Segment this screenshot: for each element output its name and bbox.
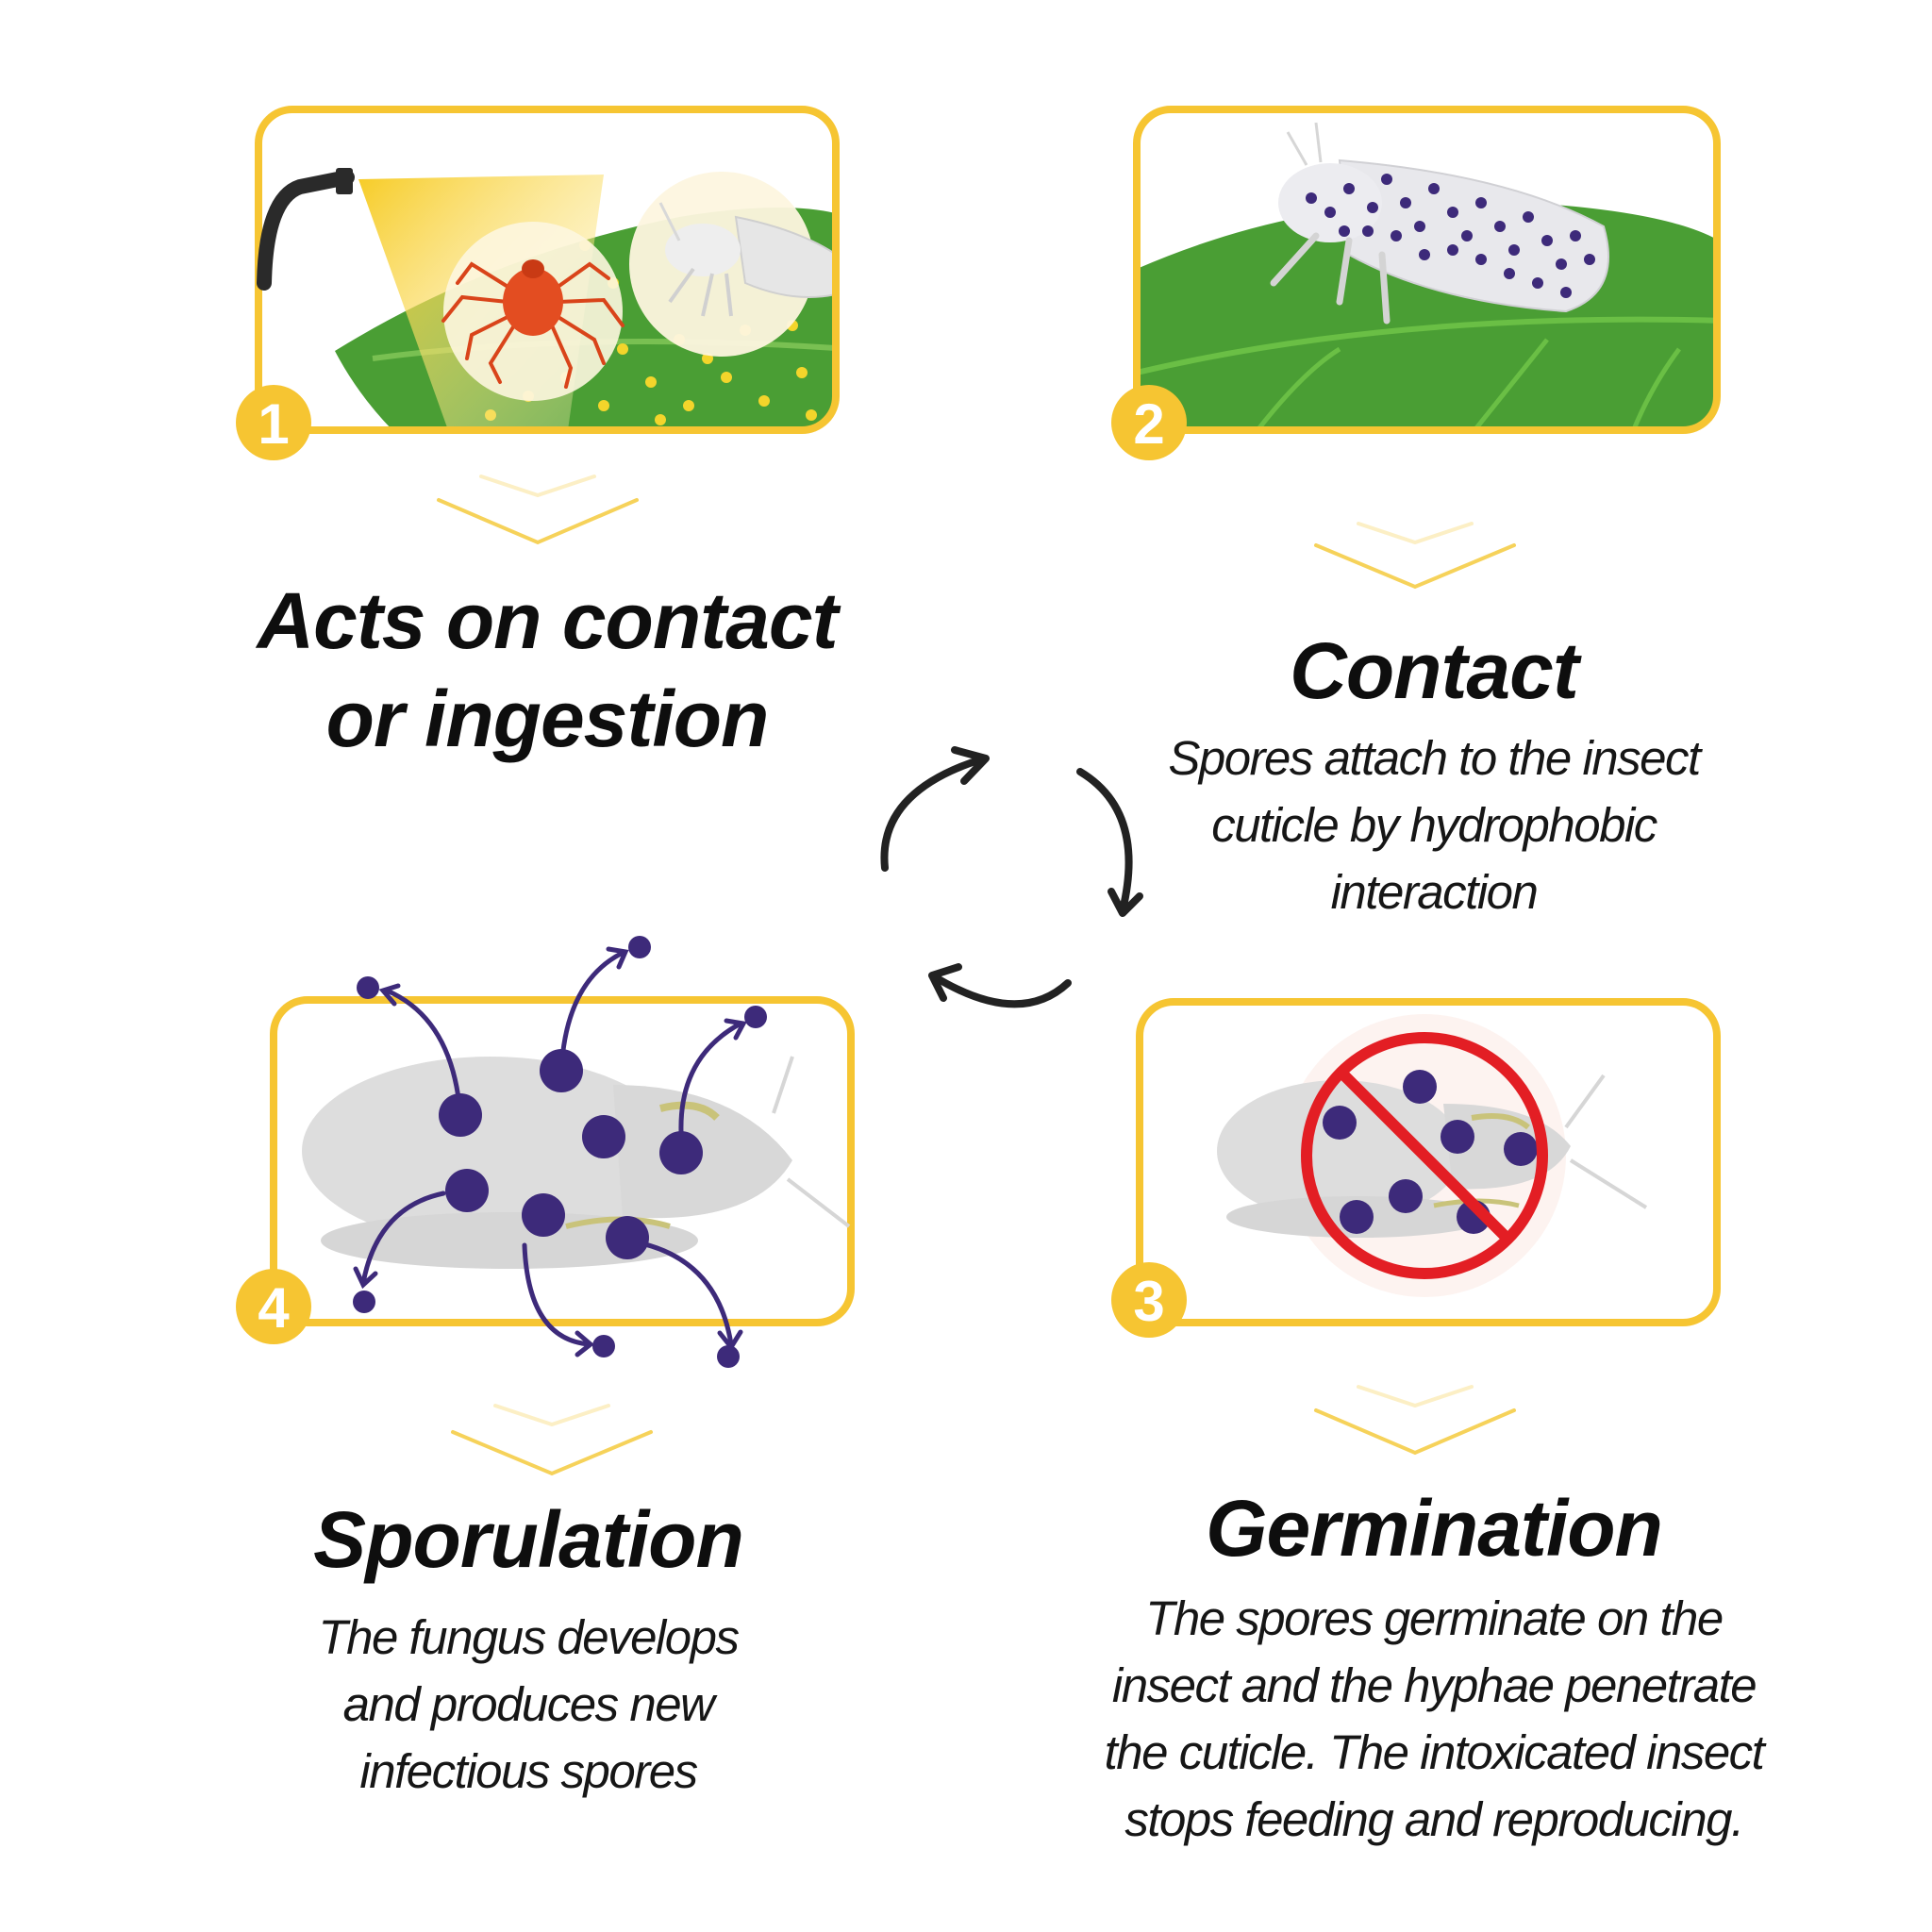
step-number-1: 1 <box>258 392 289 456</box>
step-2-description-line: Spores attach to the insect <box>1168 731 1701 785</box>
cycle-arrows-icon <box>880 746 1143 1008</box>
step-4-title-line: Sporulation <box>313 1495 744 1584</box>
spore-dots <box>1306 174 1595 298</box>
step-badge-4: 4 <box>236 1269 311 1344</box>
sprayer-icon <box>257 168 355 291</box>
whitefly-icon <box>302 1056 851 1269</box>
step-badge-2: 2 <box>1111 385 1187 460</box>
step-1-title: Acts on contact or ingestion <box>245 572 849 768</box>
step-number-3: 3 <box>1133 1270 1164 1333</box>
step-4-description-line: and produces new <box>342 1677 715 1731</box>
step-number-4: 4 <box>258 1276 290 1340</box>
step-4-description-line: The fungus develops <box>318 1610 741 1664</box>
step-3-description-line: The spores germinate on the <box>1145 1591 1724 1645</box>
chevron-down-icon <box>1314 522 1516 590</box>
step-4-description-line: infectious spores <box>359 1744 698 1798</box>
spore-dots <box>353 936 767 1368</box>
step-3-description-line: stops feeding and reproducing. <box>1124 1792 1744 1846</box>
step-2-title-line: Contact <box>1290 626 1579 715</box>
chevron-down-icon <box>451 1404 653 1476</box>
step-2-description: Spores attach to the insect cuticle by h… <box>1123 724 1745 925</box>
step-1-title-line: or ingestion <box>325 675 770 763</box>
step-2-description-line: cuticle by hydrophobic <box>1211 798 1657 852</box>
panel-4-frame <box>270 996 855 1326</box>
leaf-vein <box>1137 316 1717 375</box>
panel-3-frame <box>1136 998 1721 1326</box>
step-number-2: 2 <box>1133 392 1164 456</box>
step-1-title-line: Acts on contact <box>257 576 838 665</box>
panel-2: 2 <box>1111 106 1721 590</box>
chevron-down-icon <box>437 475 639 545</box>
panel-2-frame <box>1133 106 1721 434</box>
whitefly-icon <box>1270 122 1609 325</box>
prohibited-icon <box>1301 1032 1548 1279</box>
step-badge-1: 1 <box>236 385 311 460</box>
step-3-title: Germination <box>1123 1479 1745 1577</box>
panel-3: 3 <box>1111 998 1721 1456</box>
mite-icon <box>441 259 625 389</box>
step-2-description-line: interaction <box>1330 865 1539 919</box>
step-3-description-line: the cuticle. The intoxicated insect <box>1104 1725 1765 1779</box>
step-badge-3: 3 <box>1111 1262 1187 1338</box>
step-2-title: Contact <box>1151 622 1717 720</box>
panel-1: 1 <box>236 106 840 545</box>
chevron-down-icon <box>1314 1385 1516 1456</box>
step-3-description: The spores germinate on the insect and t… <box>1047 1585 1821 1853</box>
step-3-description-line: insect and the hyphae penetrate <box>1111 1658 1757 1712</box>
step-4-description: The fungus develops and produces new inf… <box>236 1604 821 1805</box>
step-3-title-line: Germination <box>1206 1484 1663 1573</box>
step-4-title: Sporulation <box>236 1491 821 1589</box>
panel-4: 4 <box>236 936 855 1476</box>
